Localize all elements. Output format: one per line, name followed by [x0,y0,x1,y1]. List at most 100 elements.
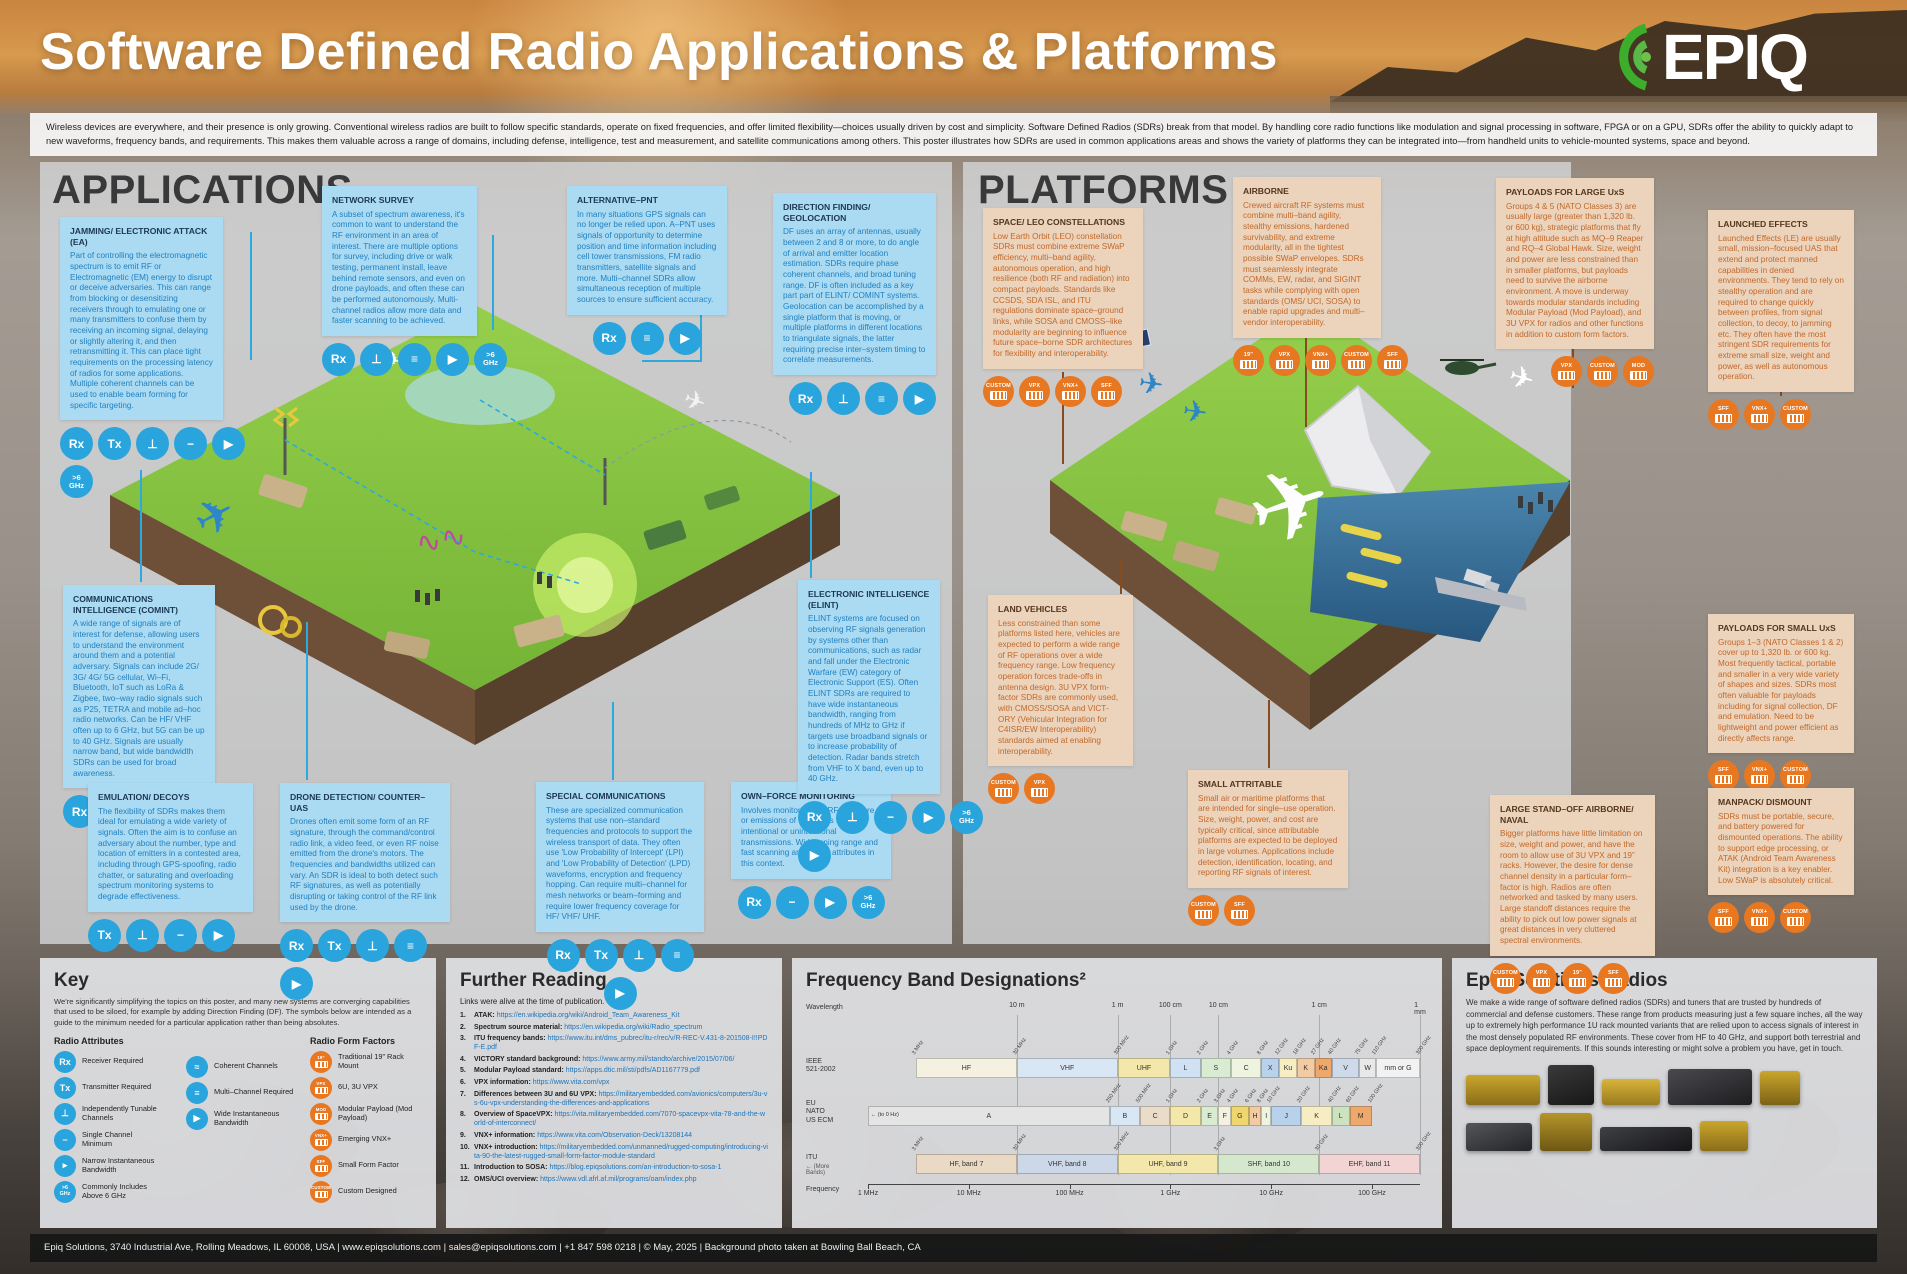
form-factor-glyph [1751,775,1768,785]
further-reading-link[interactable]: https://vita.militaryembedded.com/7070-s… [474,1111,766,1128]
key-item-label: Emerging VNX+ [338,1134,392,1144]
form-factor-glyph [1533,977,1550,987]
further-reading-link[interactable]: https://www.itu.int/dms_pubrec/itu-r/rec… [474,1035,768,1052]
humvee [1172,541,1220,571]
form-factor-glyph [314,1113,328,1121]
small-form-factor-icon: SFF [1091,375,1122,407]
form-factor-label: SFF [316,1159,326,1165]
form-factor-glyph [1715,413,1732,423]
further-reading-link[interactable]: https://blog.epiqsolutions.com/an-introd… [549,1164,722,1172]
single-channel-icon: − [775,885,809,919]
wavelength-gridline [1218,1015,1220,1175]
jammer-glow-inner [557,557,613,613]
form-factor-glyph [1751,413,1768,423]
form-factor-label: 19” [1572,969,1583,976]
wide-bandwidth-icon: ▶ [903,382,936,415]
single-channel-icon: − [164,918,197,952]
wide-bandwidth-icon: ▶ [212,427,245,461]
band-boundary-label: 300 GHz [1415,1034,1433,1056]
key-item: ⊥Independently Tunable Channels [54,1102,172,1125]
above-6ghz-icon: >6 GHz [474,342,507,376]
further-reading-link[interactable]: https://apps.dtic.mil/sti/pdfs/AD1167779… [565,1067,700,1075]
vnx-plus-icon: VNX+ [1305,344,1336,376]
vpx-icon: VPX [1024,773,1055,805]
form-factor-label: VPX [1028,382,1041,389]
nato-row-label: EU NATO US ECM [806,1100,834,1124]
multi-channel-icon: ≡ [394,929,427,963]
itu-row-label: ITU [806,1154,818,1161]
further-reading-link[interactable]: https://en.wikipedia.org/wiki/Radio_spec… [564,1023,703,1031]
frequency-tick-label: 100 GHz [1358,1190,1386,1197]
leader-line [306,622,308,780]
callout-body: The flexibility of SDRs makes them ideal… [98,806,241,901]
callout-title: COMMUNICATIONS INTELLIGENCE (COMINT) [73,594,179,615]
form-factor-label: SFF [1718,405,1729,412]
further-reading-label: VICTORY standard background: [474,1055,583,1063]
antenna-signal [272,406,300,428]
band-cell-itu: VHF, band 8 [1016,1154,1118,1174]
form-factor-glyph [1751,917,1768,927]
navy-ship [1434,568,1527,612]
band-boundary-label: 30 GHz [1314,1133,1330,1152]
fighter-jet: ✈ [1180,395,1209,431]
key-item: 19”Traditional 19” Rack Mount [310,1050,422,1073]
band-cell-ieee: L [1170,1058,1201,1078]
form-factor-label: VNX+ [1751,767,1768,774]
band-boundary-label: 500 MHz [1135,1082,1153,1104]
independently-tunable-channels-icon: ⊥ [622,938,656,972]
further-reading-text: Introduction to SOSA: https://blog.epiqs… [474,1163,721,1172]
transmitter-icon: Tx [88,918,121,952]
custom-designed-icon: CUSTOM [1780,760,1811,792]
epiq-logo-arcs-icon [1619,23,1651,91]
wavelength-gridline [1016,1015,1018,1175]
further-reading-link[interactable]: https://www.vita.com/vpx [532,1079,610,1087]
further-reading-label: ITU frequency bands: [474,1035,548,1043]
callout-body: DF uses an array of antennas, usually be… [783,227,926,365]
further-reading-number: 6. [460,1079,466,1087]
further-reading-link[interactable]: https://militaryembedded.com/avionics/co… [474,1090,768,1107]
further-reading-link[interactable]: https://www.army.mil/standto/archive/201… [582,1055,735,1063]
callout-elint: ELECTRONIC INTELLIGENCE (ELINT)ELINT sys… [798,580,983,872]
band-cell-ieee: V [1331,1058,1360,1078]
callout-title: PAYLOADS FOR LARGE UxS [1506,187,1625,197]
form-factor-label: VPX [1033,780,1046,787]
band-cell-nato: H [1248,1106,1262,1126]
custom-designed-icon: CUSTOM [1780,398,1811,430]
form-factor-label: CUSTOM [1493,969,1518,976]
form-factor-glyph [1630,371,1647,381]
radio-product-photo [1548,1064,1594,1105]
band-boundary-label: 300 GHz [1415,1130,1433,1152]
form-factor-label: 19” [317,1055,325,1061]
vnx-plus-icon: VNX+ [1055,375,1086,407]
further-reading-label: Introduction to SOSA: [474,1164,550,1172]
callout-title: ALTERNATIVE–PNT [577,195,658,205]
further-reading-link[interactable]: https://militaryembedded.com/unmanned/ru… [474,1143,768,1160]
radar-trailer [704,485,740,511]
further-reading-link[interactable]: https://www.vdl.afrl.af.mil/programs/oam… [540,1175,697,1183]
soldiers [415,572,552,605]
applications-terrain-illustration: ✈ ✈ ✈ ∿∿ [110,305,840,745]
band-cell-ieee: Ku [1279,1058,1297,1078]
band-cell-ieee: X [1261,1058,1280,1078]
form-factor-label: VNX+ [1312,351,1329,358]
vnx-plus-icon: VNX+ [1744,398,1775,430]
pond [405,365,555,425]
further-reading-link[interactable]: https://www.vita.com/Observation-Deck/13… [537,1132,693,1140]
further-reading-note: Links were alive at the time of publicat… [460,997,605,1006]
further-reading-link[interactable]: https://en.wikipedia.org/wiki/Android_Te… [496,1012,680,1019]
radio-attribute-icons: Tx⊥−▶ [88,918,253,952]
receiver-icon: Rx [592,321,626,355]
frequency-tick [1069,1184,1071,1189]
leader-line [1305,315,1307,427]
rf-link-line [479,399,606,476]
form-factor-glyph [1195,909,1212,919]
band-boundary-label: 27 GHz [1309,1037,1326,1056]
form-factor-label: VNX+ [314,1133,328,1139]
further-reading-number: 11. [460,1164,470,1172]
drone: ✈ [680,383,711,419]
